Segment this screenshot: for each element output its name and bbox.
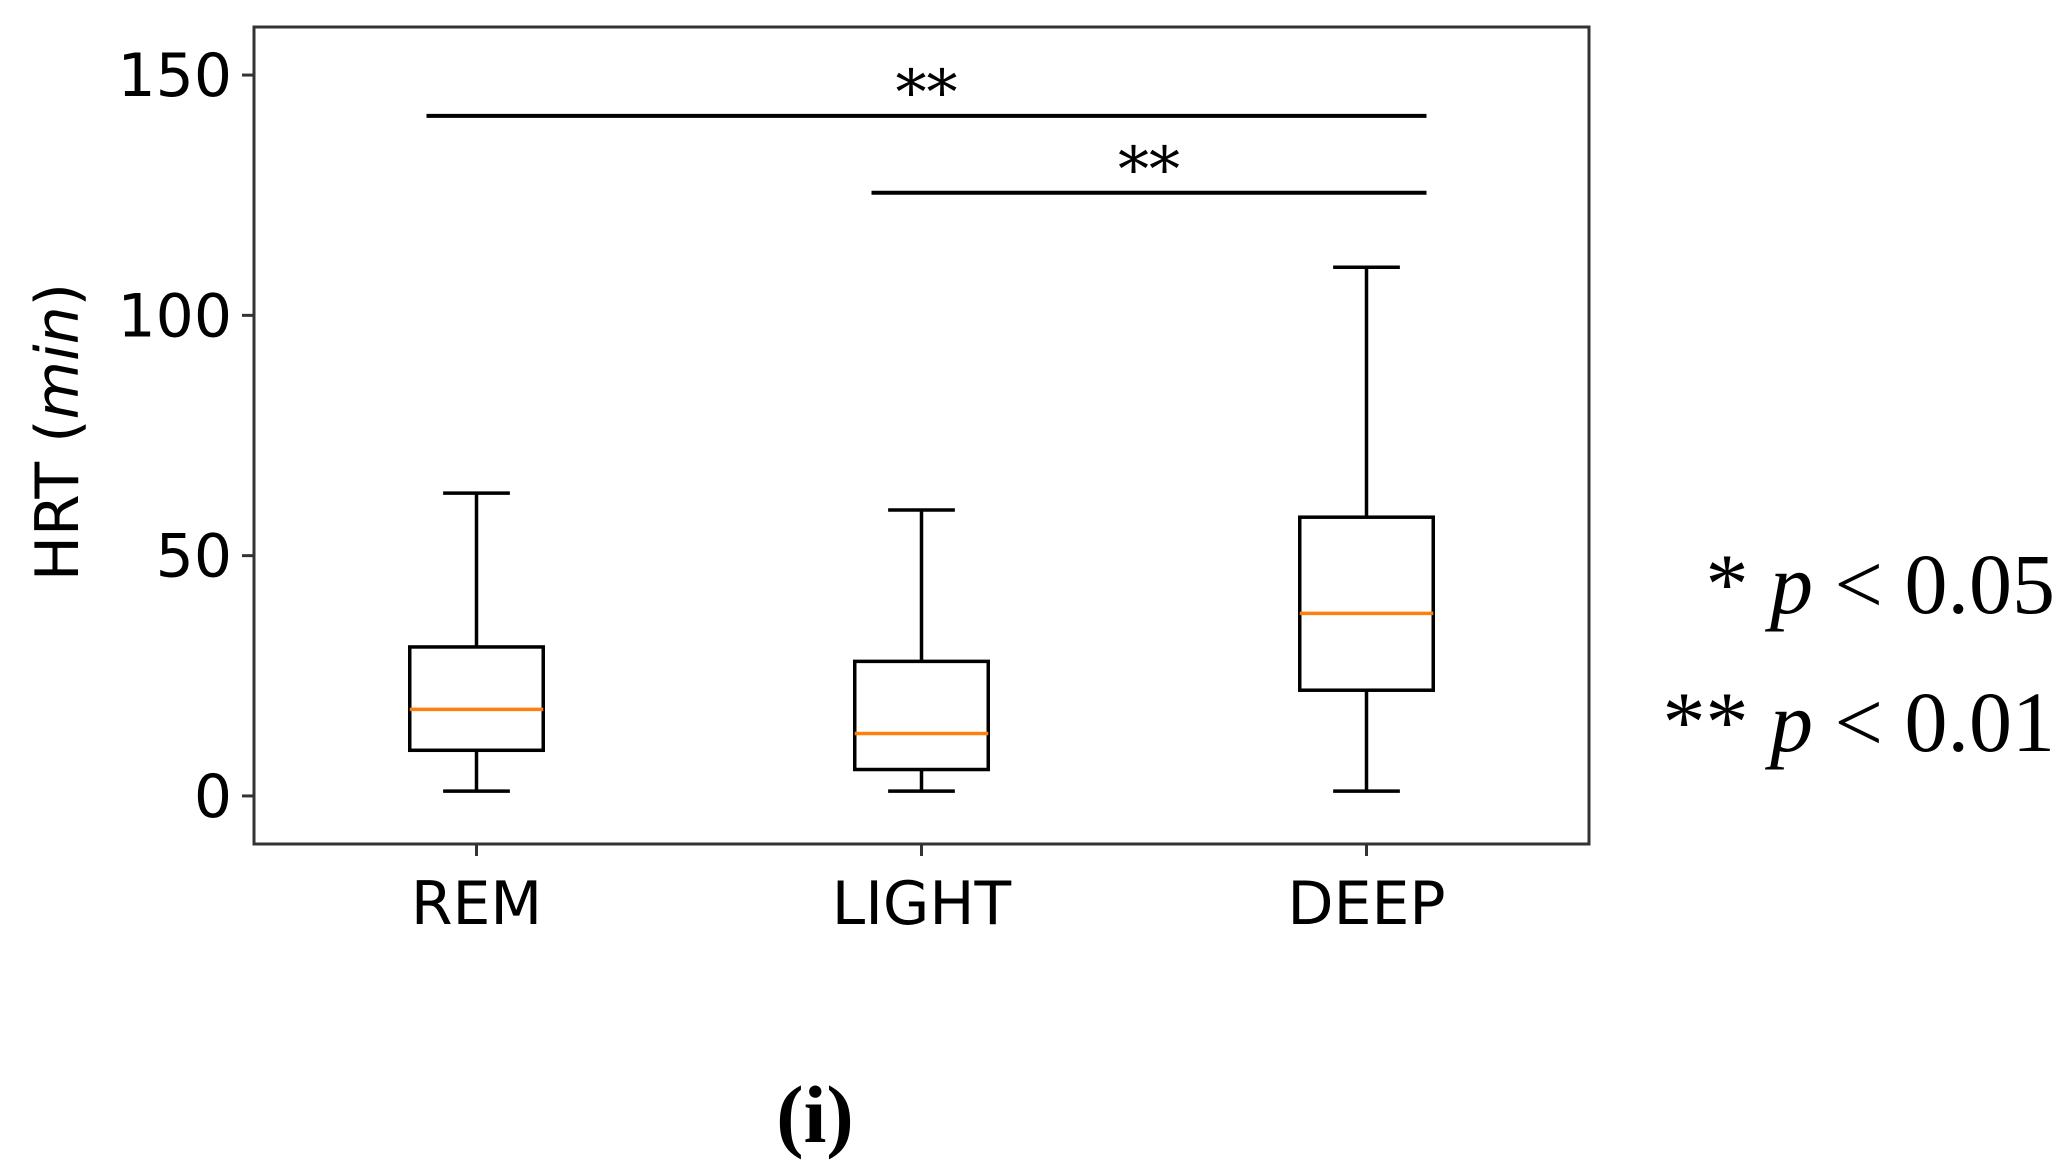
legend-threshold-1: < 0.05 [1813, 536, 2055, 632]
panel-label-open: ( [776, 1069, 803, 1160]
iqr-box [853, 659, 990, 772]
y-axis-title-open-paren: ( [23, 419, 93, 442]
y-axis-title-close-paren: ) [23, 283, 93, 306]
significance-brackets: ** ** [426, 56, 1427, 206]
y-axis-ticks: 0 50 100 150 [117, 41, 254, 832]
y-tick-label: 100 [117, 281, 232, 351]
boxes [408, 265, 1435, 793]
y-axis-title: HRT (min) [23, 283, 93, 581]
box-deep [1298, 265, 1435, 793]
x-tick-label: DEEP [1287, 869, 1445, 939]
significance-label: ** [1118, 133, 1180, 206]
significance-rem-deep: ** [426, 56, 1427, 129]
legend-threshold-2: < 0.01 [1813, 674, 2055, 770]
box-light [853, 508, 990, 793]
y-tick-label: 50 [156, 522, 232, 592]
significance-light-deep: ** [871, 133, 1427, 206]
legend-p-1: p [1764, 536, 1813, 632]
legend-line-2: ** p < 0.01 [1662, 674, 2055, 770]
significance-label: ** [896, 56, 958, 129]
panel-label: (i) [776, 1069, 853, 1160]
y-tick-label: 150 [117, 41, 232, 111]
plot-frame [252, 25, 1591, 846]
y-axis-title-text: HRT [23, 462, 93, 581]
panel-label-close: ) [826, 1069, 853, 1160]
panel-label-letter: i [804, 1069, 827, 1160]
y-axis-title-unit: min [23, 306, 93, 419]
x-tick-label: REM [411, 869, 542, 939]
x-tick-label: LIGHT [832, 869, 1012, 939]
x-axis-ticks: REM LIGHT DEEP [411, 844, 1446, 939]
box-rem [408, 491, 545, 793]
legend-stars-2: ** [1662, 674, 1748, 770]
iqr-box [408, 645, 545, 753]
iqr-box [1298, 515, 1435, 692]
legend-stars-1: * [1705, 536, 1748, 632]
legend-line-1: * p < 0.05 [1705, 536, 2055, 632]
legend-p-2: p [1764, 674, 1813, 770]
box-plot: 0 50 100 150 REM LIGHT DEEP ** ** [117, 25, 1591, 939]
y-tick-label: 0 [194, 762, 232, 832]
